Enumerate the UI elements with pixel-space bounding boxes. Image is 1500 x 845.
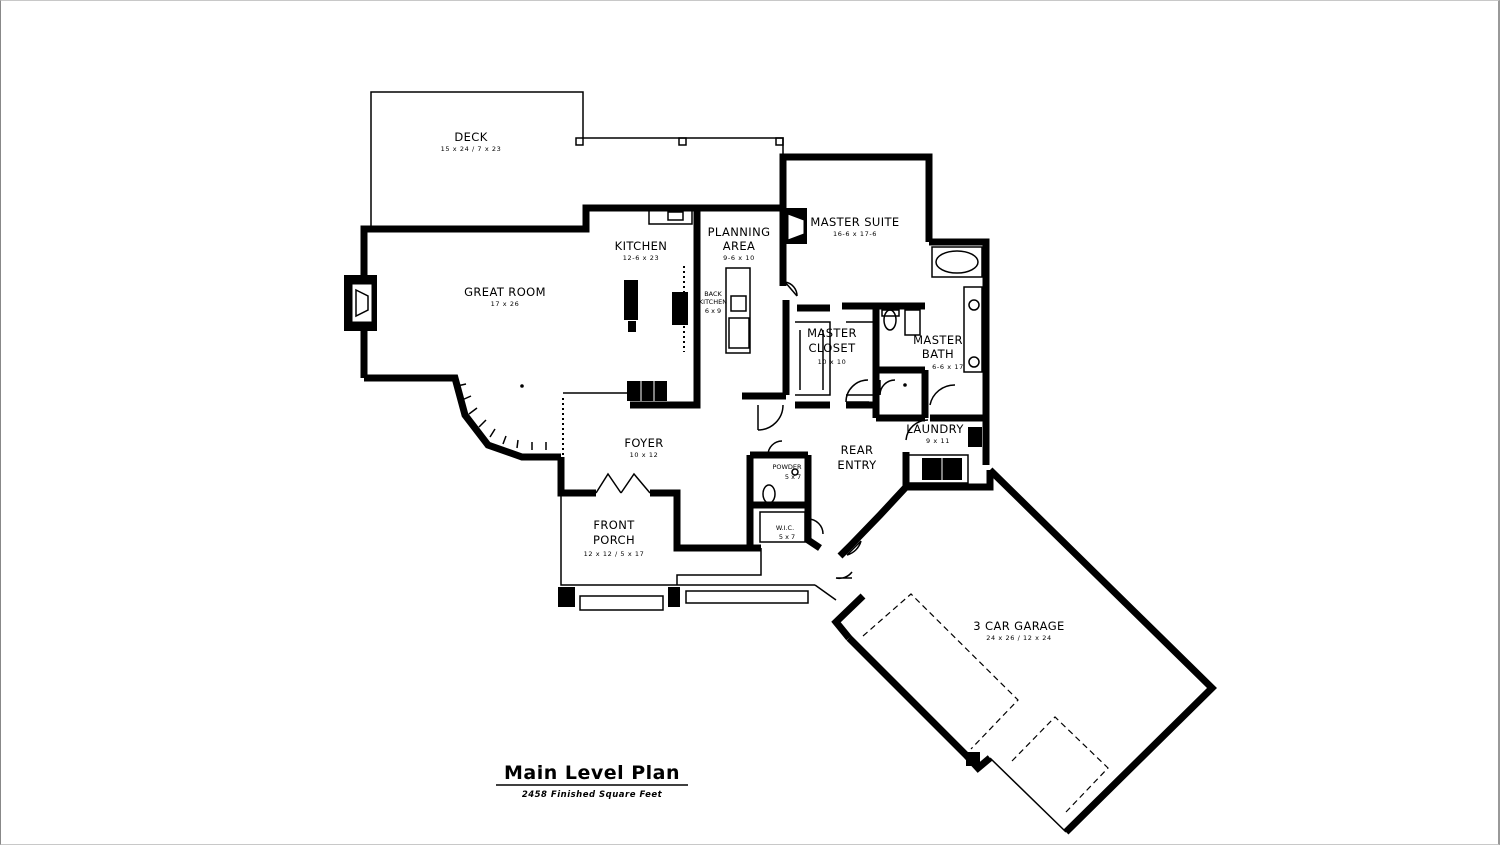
deck-outline <box>370 91 784 226</box>
planning-area-name-line2: AREA <box>723 239 756 253</box>
great-room-dims: 17 x 26 <box>491 300 520 308</box>
master-suite-name: MASTER SUITE <box>810 215 899 229</box>
rear-entry-name-line2: ENTRY <box>837 458 877 472</box>
powder-dims: 5 x 7 <box>785 473 801 481</box>
master-bath-name-line2: BATH <box>922 347 954 361</box>
great-room-name: GREAT ROOM <box>464 285 546 299</box>
kitchen-dims: 12-6 x 23 <box>623 254 659 262</box>
master-closet-name-line2: CLOSET <box>808 341 856 355</box>
master-suite-dims: 16-6 x 17-6 <box>833 230 877 238</box>
back-kitchen-dims: 6 x 9 <box>705 307 721 315</box>
laundry-name: LAUNDRY <box>906 422 964 436</box>
planning-area-name-line1: PLANNING <box>708 225 771 239</box>
kitchen-name: KITCHEN <box>615 239 668 253</box>
fixtures <box>344 207 983 543</box>
exterior-walls <box>360 153 1217 835</box>
garage-dims: 24 x 26 / 12 x 24 <box>986 634 1052 642</box>
wic-dims: 5 x 7 <box>779 533 795 541</box>
plan-subtitle: 2458 Finished Square Feet <box>522 790 663 800</box>
master-closet-dims: 10 x 10 <box>818 358 847 366</box>
plan-title: Main Level Plan <box>504 762 680 784</box>
front-porch-outline <box>558 472 837 611</box>
foyer-dims: 10 x 12 <box>630 451 659 459</box>
rear-entry-name-line1: REAR <box>841 443 874 457</box>
powder-name: POWDER <box>772 463 802 471</box>
front-porch-name-line1: FRONT <box>593 518 635 532</box>
deck-name: DECK <box>454 130 487 144</box>
garage-details <box>835 540 1109 813</box>
deck-dims: 15 x 24 / 7 x 23 <box>441 145 502 153</box>
master-bath-name-line1: MASTER <box>913 333 963 347</box>
garage-name: 3 CAR GARAGE <box>973 619 1064 633</box>
back-kitchen-name-line2: KITCHEN <box>699 298 727 306</box>
interior-walls <box>742 300 986 422</box>
wic-name: W.I.C. <box>776 524 794 532</box>
back-kitchen-name-line1: BACK <box>704 290 722 298</box>
planning-area-dims: 9-6 x 10 <box>723 254 755 262</box>
front-porch-dims: 12 x 12 / 5 x 17 <box>584 550 645 558</box>
master-closet-name-line1: MASTER <box>807 326 857 340</box>
laundry-dims: 9 x 11 <box>926 437 950 445</box>
front-porch-name-line2: PORCH <box>593 533 635 547</box>
foyer-name: FOYER <box>624 436 663 450</box>
master-bath-dims: 6-6 x 17 <box>932 363 964 371</box>
